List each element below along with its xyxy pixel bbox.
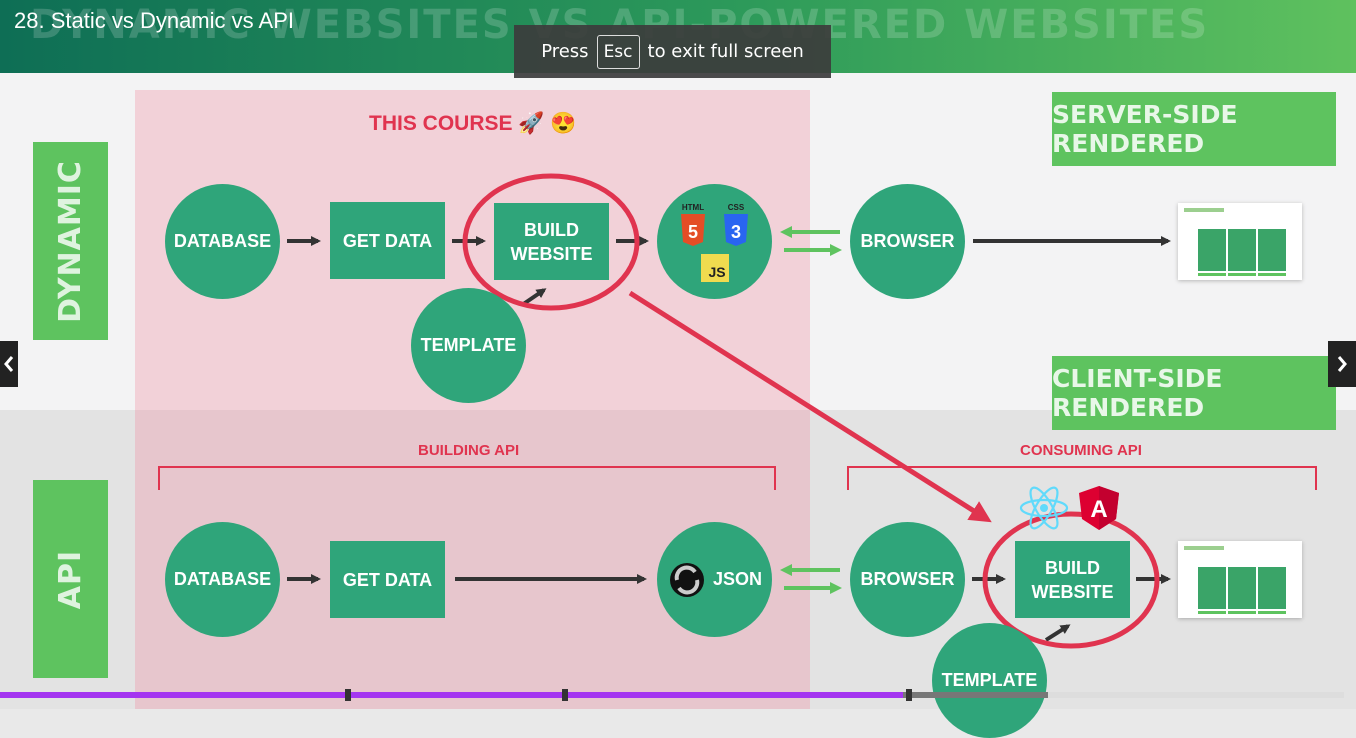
css3-icon: CSS 3 (724, 203, 748, 246)
svg-text:5: 5 (688, 222, 698, 242)
red-arrow-moved-to-client (628, 290, 992, 523)
dynamic-row-label: DYNAMIC (33, 142, 108, 340)
csr-website-thumbnail (1178, 541, 1302, 618)
course-emojis: 🚀 😍 (518, 112, 577, 135)
svg-text:CSS: CSS (728, 203, 745, 212)
api-browser-node: BROWSER (850, 522, 965, 637)
json-node: JSON (657, 522, 772, 637)
dynamic-browser-node: BROWSER (850, 184, 965, 299)
react-icon (1019, 486, 1069, 530)
fullscreen-toast: Press Esc to exit full screen (514, 25, 831, 78)
chevron-right-icon (1337, 356, 1347, 372)
chapter-marker[interactable] (562, 689, 568, 701)
svg-text:HTML: HTML (682, 203, 704, 212)
html5-icon: HTML 5 (681, 203, 705, 246)
api-template-node: TEMPLATE (932, 623, 1047, 738)
dynamic-build-website-node: BUILD WEBSITE (494, 203, 609, 280)
json-icon (669, 562, 704, 597)
dynamic-get-data-node: GET DATA (330, 202, 445, 279)
json-label: JSON (712, 569, 763, 589)
api-get-data-node: GET DATA (330, 541, 445, 618)
building-api-label: BUILDING API (418, 442, 520, 459)
esc-key: Esc (596, 34, 640, 69)
api-row-label: API (33, 480, 108, 678)
api-database-node: DATABASE (165, 522, 280, 637)
next-lecture-button[interactable] (1328, 341, 1356, 387)
lesson-title: 28. Static vs Dynamic vs API (14, 8, 294, 33)
video-progress-fill (0, 692, 904, 698)
building-api-bracket (158, 466, 776, 490)
svg-text:JS: JS (708, 264, 725, 280)
svg-text:3: 3 (731, 222, 741, 242)
arrow-template-build-api (1044, 624, 1071, 642)
this-course-label: THIS COURSE 🚀 😍 (369, 112, 577, 135)
highlight-circle-api (982, 511, 1160, 649)
html-css-js-node: HTML 5 CSS 3 JS (657, 184, 772, 299)
arrows-layer (287, 173, 1171, 649)
server-side-rendered-tag: SERVER-SIDE RENDERED (1052, 92, 1336, 166)
consuming-api-label: CONSUMING API (1020, 442, 1142, 459)
chapter-marker[interactable] (345, 689, 351, 701)
chapter-marker[interactable] (906, 689, 912, 701)
dynamic-template-node: TEMPLATE (411, 288, 526, 403)
arrow-template-build (520, 288, 547, 307)
svg-text:A: A (1090, 496, 1107, 523)
consuming-api-bracket (847, 466, 1317, 490)
web-tech-logos: HTML 5 CSS 3 JS (681, 203, 748, 282)
dynamic-database-node: DATABASE (165, 184, 280, 299)
client-side-rendered-tag: CLIENT-SIDE RENDERED (1052, 356, 1336, 430)
previous-lecture-button[interactable] (0, 341, 18, 387)
highlight-circle-dynamic (462, 173, 640, 311)
chevron-left-icon (4, 356, 14, 372)
js-icon: JS (701, 254, 729, 282)
api-build-website-node: BUILD WEBSITE (1015, 541, 1130, 618)
ssr-website-thumbnail (1178, 203, 1302, 280)
angular-icon: A (1079, 486, 1119, 530)
